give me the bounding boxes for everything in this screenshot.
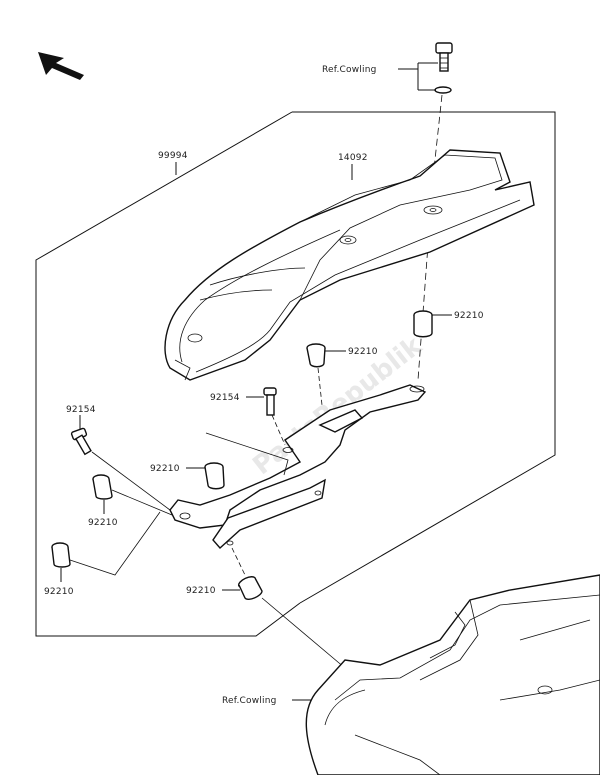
reference-cowling: [305, 574, 600, 775]
well-nut-bracket-label: 92210: [150, 464, 180, 474]
well-nut-bottom: [237, 576, 263, 600]
well-nut-left-lower: [51, 542, 71, 568]
bolt-center: [263, 387, 277, 416]
ref-cowling-bottom-label: Ref.Cowling: [222, 696, 277, 706]
direction-arrow-icon: [38, 52, 84, 80]
well-nut-left-lower-label: 92210: [44, 587, 74, 597]
top-bolt: [435, 42, 453, 72]
well-nut-bottom-label: 92210: [186, 586, 216, 596]
well-nut-left-upper: [92, 474, 113, 500]
well-nut-bracket: [204, 462, 225, 490]
bolt-left: [70, 427, 92, 456]
ref-cowling-top-label: Ref.Cowling: [322, 65, 377, 75]
assembly-frame-left: [35, 111, 301, 637]
well-nut-right: [413, 310, 433, 338]
bolt-center-label: 92154: [210, 393, 240, 403]
well-nut-center-label: 92210: [348, 347, 378, 357]
seat-cowl-number-label: 14092: [338, 153, 368, 163]
bolt-left-label: 92154: [66, 405, 96, 415]
well-nut-right-label: 92210: [454, 311, 484, 321]
well-nut-center: [306, 343, 326, 368]
mounting-bracket: [169, 384, 427, 549]
assembly-number-label: 99994: [158, 151, 188, 161]
assembly-frame: [292, 111, 556, 604]
top-washer: [434, 86, 452, 94]
seat-cowl: [164, 149, 535, 381]
well-nut-left-upper-label: 92210: [88, 518, 118, 528]
